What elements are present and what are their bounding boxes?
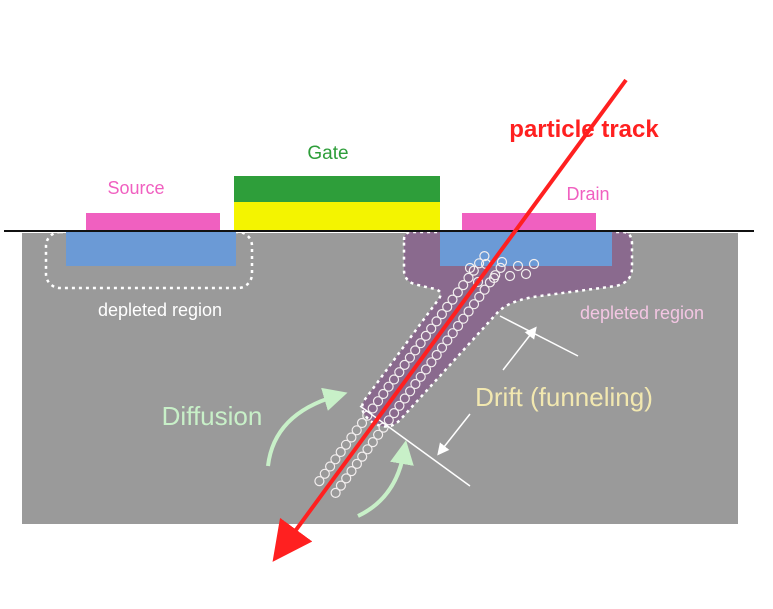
charge-carrier [415,338,426,349]
charge-carrier [362,444,373,455]
depleted-region-left [44,230,254,290]
charge-carrier [463,306,474,317]
charge-carrier [426,357,437,368]
charge-carrier [388,374,400,385]
charge-carrier [399,359,410,370]
charge-carrier [330,487,341,498]
charge-carrier [383,381,394,392]
charge-carrier [474,291,485,302]
charge-carrier [383,415,394,426]
charge-carrier [404,352,415,363]
drift-arrow-up [502,326,537,371]
charge-carrier [314,476,325,487]
charge-carrier [372,396,384,407]
charge-carrier [520,268,532,280]
charge-carrier [346,466,357,477]
charge-carrier [512,260,524,272]
charge-carrier [472,276,484,288]
particle-track-label: particle track [509,116,659,143]
depleted-region-left-label: depleted region [98,300,222,320]
particle-track-arrow [272,78,628,562]
charge-carrier [442,335,453,346]
charge-carrier [431,316,442,327]
charge-carrier [504,270,516,282]
charge-carrier [325,461,336,472]
charge-carrier [436,342,448,353]
charge-carrier [394,400,405,411]
diffusion-arrow-upper [266,387,348,467]
charge-carrier [340,439,352,450]
charge-carrier [420,364,432,375]
gate-label: Gate [307,143,348,164]
charge-carrier [356,417,368,429]
charge-carrier [420,330,431,341]
depleted-region-right [360,230,634,428]
charge-carrier [399,393,410,404]
depleted-region-right-label: depleted region [580,303,704,323]
charge-carrier [479,251,490,262]
charge-carrier [394,367,405,378]
diffusion-label: Diffusion [162,401,263,431]
charge-carrier [330,454,341,465]
drain-contact [462,213,596,230]
charge-carrier [341,473,352,484]
charge-carrier [426,323,437,334]
charge-carrier [405,386,416,397]
charge-carrier [436,309,447,320]
charge-carrier [488,272,500,284]
charge-carrier [458,280,469,291]
drain-well [440,232,612,266]
charge-carrier [410,378,421,390]
source-contact [86,213,220,230]
charge-carrier [452,287,463,298]
charge-carrier [415,371,426,382]
charge-carrier [367,437,378,448]
charge-carrier [335,446,346,458]
charge-carrier [373,429,384,440]
charge-carrier [357,451,368,462]
charge-carrier [351,458,362,469]
charge-carrier [367,403,378,414]
source-well [66,232,236,266]
charge-carrier [474,258,485,269]
charge-carrier [447,294,458,305]
charge-carrier [378,388,389,400]
diffusion-arrow-lower [357,440,414,518]
charge-carrier [479,284,490,295]
source-label: Source [107,178,164,198]
drain-label: Drain [566,184,609,204]
charge-carrier [447,328,458,339]
gate-electrode [234,176,440,202]
charge-carrier [335,480,346,491]
charge-carrier [458,313,469,324]
charge-carrier [452,320,464,332]
charge-carrier [463,272,474,283]
drift-arrow-down [437,413,471,456]
drift-label: Drift (funneling) [475,382,653,412]
charge-carrier [496,256,508,268]
charge-carrier [351,425,362,436]
charge-carrier [431,349,442,361]
charge-carrier [389,408,400,419]
gate-oxide [234,202,440,230]
charge-carrier [528,258,540,270]
charge-carrier [468,299,480,310]
charge-carrier [464,262,476,274]
charge-carrier [346,432,357,443]
charge-carrier [495,262,506,273]
charge-carrier [442,301,453,312]
charge-carrier [319,468,330,479]
charge-carriers [314,251,540,498]
drift-boundary-top [499,315,579,357]
charge-carrier [410,345,421,356]
